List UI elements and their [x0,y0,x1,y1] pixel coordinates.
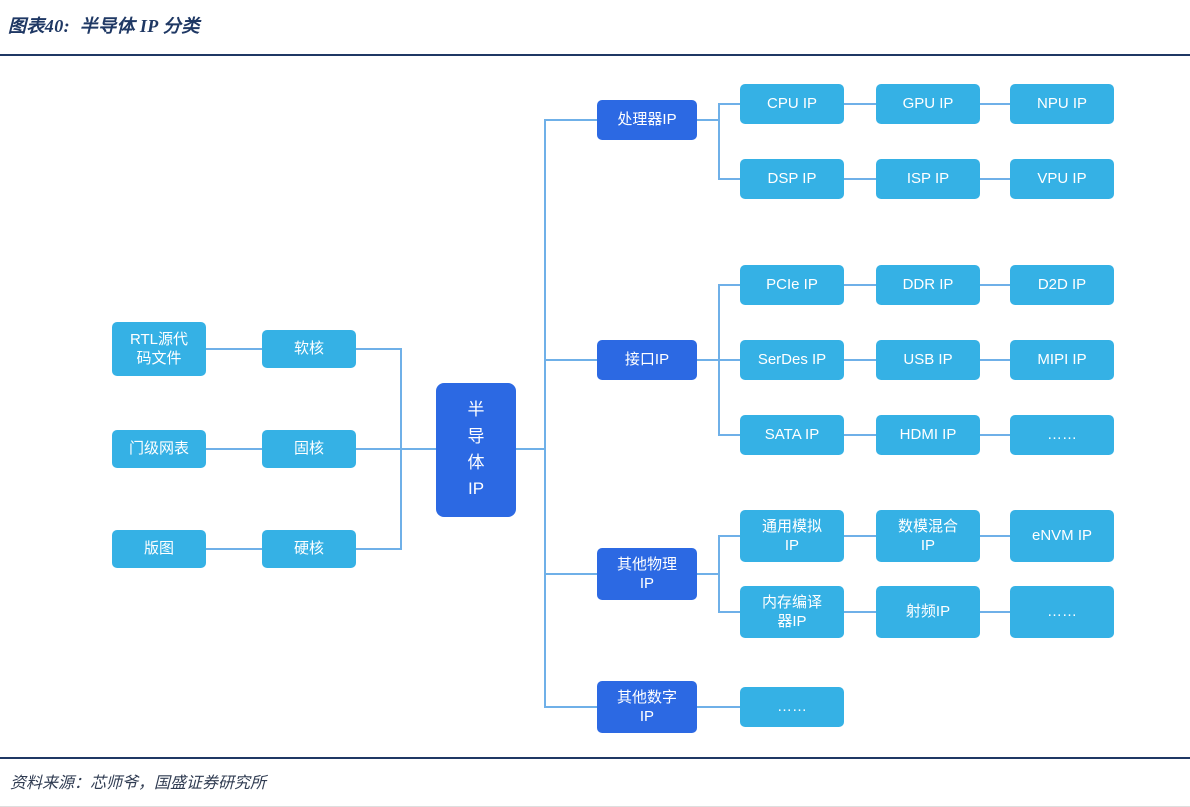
node-hdmi-ip: HDMI IP [876,415,980,455]
connector-line [546,706,597,708]
connector-line [356,448,402,450]
connector-line [980,103,1010,105]
node-dsp-ip: DSP IP [740,159,844,199]
connector-line [697,706,740,708]
connector-line [844,434,876,436]
source-divider [0,757,1190,759]
connector-line [980,178,1010,180]
connector-line [718,434,742,436]
connector-line [356,348,402,350]
connector-line [544,119,546,708]
connector-line [718,178,742,180]
connector-line [980,434,1010,436]
connector-line [718,611,742,613]
node-rtl-source-file: RTL源代 码文件 [112,322,206,376]
node-mipi-ip: MIPI IP [1010,340,1114,380]
connector-line [516,448,546,450]
connector-line [718,284,742,286]
node-isp-ip: ISP IP [876,159,980,199]
node-d2d-ip: D2D IP [1010,265,1114,305]
node-sata-ip: SATA IP [740,415,844,455]
connector-line [980,284,1010,286]
connector-line [546,119,597,121]
node-pcie-ip: PCIe IP [740,265,844,305]
connector-line [844,284,876,286]
connector-line [546,359,597,361]
connector-line [206,348,262,350]
node-semiconductor-ip-root: 半 导 体 IP [436,383,516,517]
connector-line [718,103,720,180]
node-mixed-signal-ip: 数模混合 IP [876,510,980,562]
connector-line [718,103,742,105]
connector-line [844,103,876,105]
connector-line [844,178,876,180]
node-gate-netlist: 门级网表 [112,430,206,468]
connector-line [402,448,436,450]
node-general-analog-ip: 通用模拟 IP [740,510,844,562]
node-category-other-physical-ip: 其他物理 IP [597,548,697,600]
connector-line [844,359,876,361]
connector-line [844,535,876,537]
node-rf-ip: 射频IP [876,586,980,638]
connector-line [718,535,742,537]
node-serdes-ip: SerDes IP [740,340,844,380]
connector-line [718,284,720,436]
node-npu-ip: NPU IP [1010,84,1114,124]
connector-line [206,548,262,550]
node-category-interface-ip: 接口IP [597,340,697,380]
node-soft-core: 软核 [262,330,356,368]
figure-title: 图表40: 半导体 IP 分类 [8,16,200,36]
node-gpu-ip: GPU IP [876,84,980,124]
node-envm-ip: eNVM IP [1010,510,1114,562]
node-vpu-ip: VPU IP [1010,159,1114,199]
node-memory-compiler-ip: 内存编译 器IP [740,586,844,638]
node-category-other-digital-ip: 其他数字 IP [597,681,697,733]
connector-line [844,611,876,613]
node-digital-more: …… [740,687,844,727]
node-physical-more: …… [1010,586,1114,638]
node-usb-ip: USB IP [876,340,980,380]
title-divider [0,54,1190,56]
node-layout: 版图 [112,530,206,568]
connector-line [697,573,719,575]
node-ddr-ip: DDR IP [876,265,980,305]
connector-line [980,535,1010,537]
connector-line [980,611,1010,613]
connector-line [400,348,402,550]
connector-line [206,448,262,450]
node-firm-core: 固核 [262,430,356,468]
connector-line [356,548,402,550]
node-category-processor-ip: 处理器IP [597,100,697,140]
connector-line [980,359,1010,361]
node-interface-more: …… [1010,415,1114,455]
connector-line [546,573,597,575]
node-hard-core: 硬核 [262,530,356,568]
source-note: 资料来源：芯师爷，国盛证券研究所 [10,775,267,792]
connector-line [718,535,720,613]
node-cpu-ip: CPU IP [740,84,844,124]
connector-line [697,119,719,121]
